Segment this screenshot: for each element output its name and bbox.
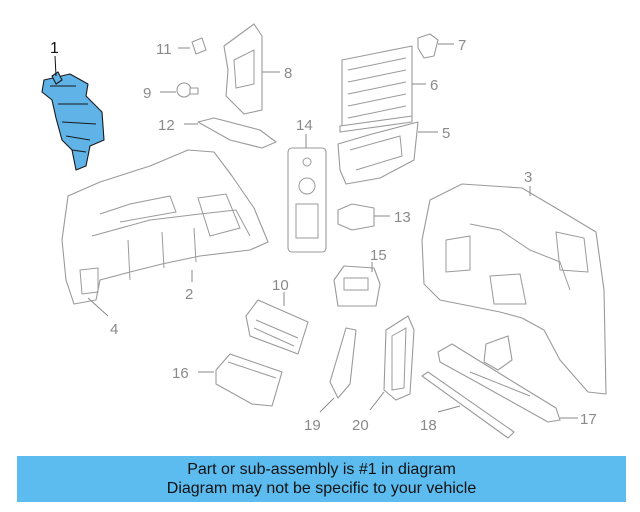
callout-17: 17 [580, 411, 597, 428]
callout-14: 14 [296, 117, 313, 134]
part-17-jack[interactable] [437, 335, 561, 423]
callout-3: 3 [524, 169, 532, 186]
part-7-bracket[interactable] [417, 33, 439, 59]
callout-1: 1 [50, 40, 59, 57]
callout-9: 9 [143, 85, 151, 102]
callout-20: 20 [352, 417, 369, 434]
callout-8: 8 [284, 65, 292, 82]
callout-11: 11 [156, 41, 172, 58]
callout-7: 7 [458, 37, 466, 54]
part-11-clip[interactable] [191, 37, 207, 55]
callout-16: 16 [172, 365, 189, 382]
callout-19: 19 [304, 417, 321, 434]
part-6-cargo-cover[interactable] [339, 45, 413, 133]
part-14-switch-panel[interactable] [287, 147, 327, 253]
part-16-storage-bin[interactable] [215, 353, 283, 407]
part-20-pillar-trim[interactable] [383, 315, 415, 401]
callout-18: 18 [420, 417, 437, 434]
part-5-cargo-trim[interactable] [337, 121, 419, 185]
part-13-block[interactable] [337, 203, 375, 231]
part-15-module[interactable] [333, 265, 381, 307]
part-3-right-quarter-panel[interactable] [421, 183, 607, 395]
banner-line-1: Part or sub-assembly is #1 in diagram [187, 461, 456, 478]
part-9-fastener[interactable] [176, 82, 199, 98]
part-18-jack-handle[interactable] [421, 371, 515, 439]
parts-diagram: 1 2 4 3 5 6 7 [41, 23, 607, 439]
part-1-pillar-trim-highlighted[interactable] [41, 71, 105, 171]
part-2-left-quarter-panel[interactable] [61, 149, 269, 305]
part-8-upper-trim[interactable] [223, 23, 263, 115]
callout-12: 12 [158, 117, 175, 134]
callout-2: 2 [185, 286, 193, 303]
callout-6: 6 [430, 77, 438, 94]
part-12-sill-trim[interactable] [197, 117, 277, 149]
callout-10: 10 [272, 277, 289, 294]
info-banner: Part or sub-assembly is #1 in diagram Di… [17, 456, 626, 502]
banner-line-2: Diagram may not be specific to your vehi… [166, 480, 477, 497]
callout-4: 4 [110, 321, 118, 338]
callout-13: 13 [394, 209, 411, 226]
part-10-trim-plate[interactable] [245, 299, 309, 355]
callout-15: 15 [370, 247, 387, 264]
part-19-trim-strip[interactable] [329, 327, 357, 399]
callout-5: 5 [442, 125, 450, 142]
